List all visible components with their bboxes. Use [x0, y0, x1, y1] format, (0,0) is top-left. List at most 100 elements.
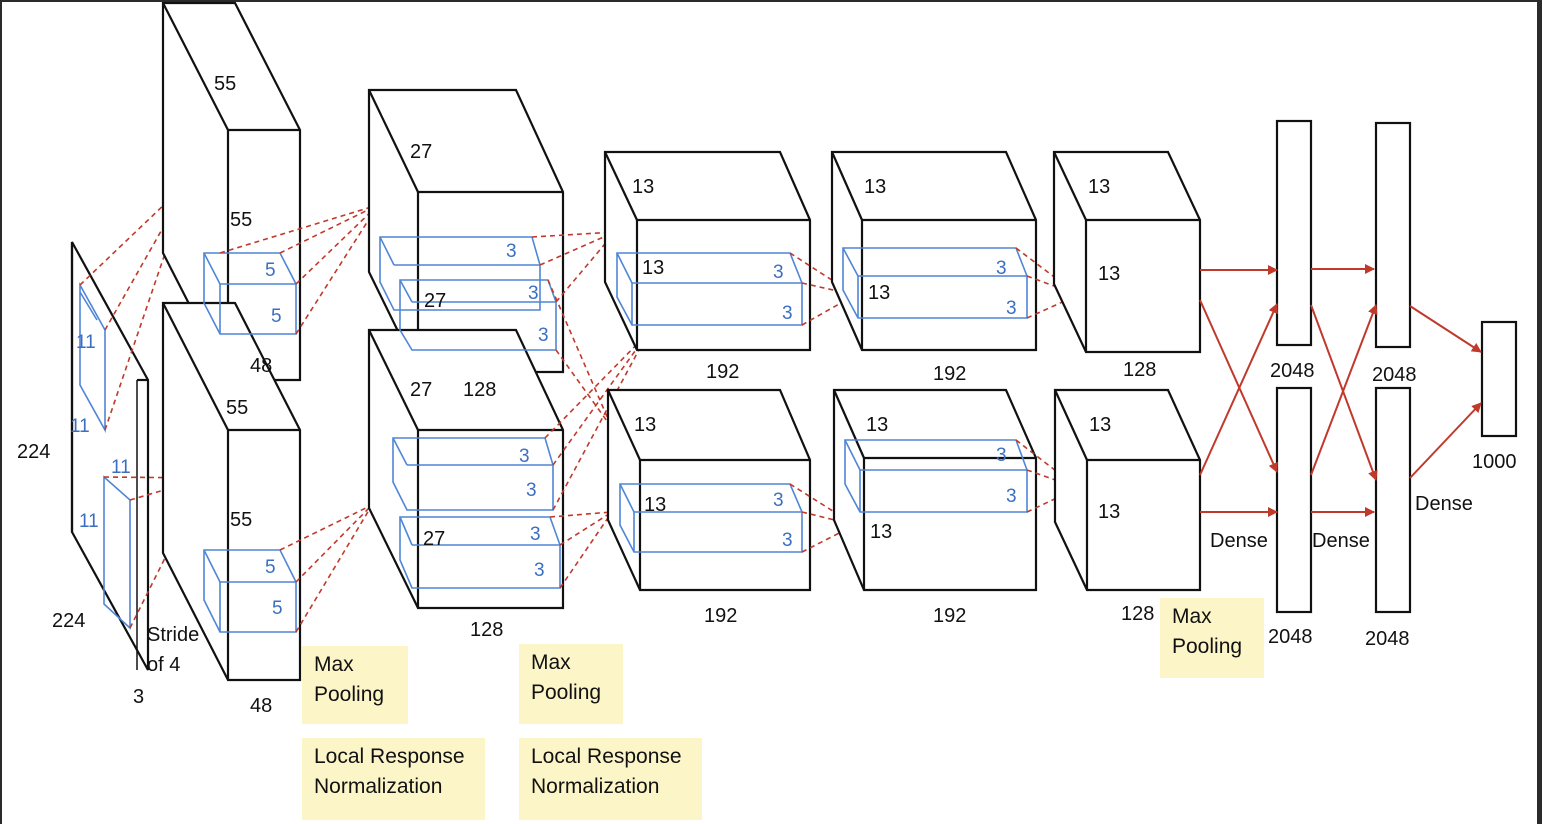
- conv2-top-kernel-a: 3: [506, 241, 517, 262]
- conv5-bottom-box: [1053, 388, 1202, 592]
- maxpool-note-3-line2: Pooling: [1172, 635, 1243, 658]
- conv2-top-kernel-c: 3: [538, 325, 549, 346]
- conv4-top-box: [830, 150, 1038, 352]
- conv5-bottom-height: 13: [1089, 414, 1111, 436]
- conv2-top-width: 27: [410, 379, 432, 401]
- conv5-top-height: 13: [1088, 176, 1110, 198]
- conv5-top-box: [1052, 150, 1202, 354]
- conv1-bottom-depth: 48: [250, 695, 272, 717]
- maxpool-note-1-line1: Max: [314, 653, 354, 676]
- conv2-bottom-kernel-b: 3: [526, 480, 537, 501]
- fc1-bottom-bar: [1275, 386, 1313, 614]
- lrn-note-2-line1: Local Response: [531, 745, 682, 768]
- input-depth-label: 3: [133, 686, 144, 708]
- conv3-top-depth: 192: [706, 361, 739, 383]
- conv2-bottom-kernel-d: 3: [534, 560, 545, 581]
- stride-label-line2: of 4: [147, 654, 180, 676]
- conv4-top-kernel-b: 3: [1006, 298, 1017, 319]
- conv5-top-depth: 128: [1123, 359, 1156, 381]
- maxpool-note-3: Max Pooling: [1160, 598, 1264, 678]
- conv2-top-inner: 27: [424, 290, 446, 312]
- maxpool-note-1-line2: Pooling: [314, 683, 385, 706]
- conv1-bottom-kernel-a: 5: [265, 557, 276, 578]
- dense-label-2: Dense: [1312, 530, 1370, 552]
- conv4-top-depth: 192: [933, 363, 966, 385]
- fc2-top-size: 2048: [1372, 364, 1417, 386]
- conv1-bottom-kernel-b: 5: [272, 598, 283, 619]
- conv3-bottom-box: [606, 388, 812, 592]
- conv2-bottom-depth: 128: [470, 619, 503, 641]
- stride-label-line1: Stride: [147, 624, 199, 646]
- input-width-label: 224: [52, 610, 85, 632]
- conv2-bottom-box: [367, 328, 565, 610]
- input-kernel-top-a: 11: [76, 332, 96, 353]
- conv1-top-width: 55: [230, 209, 252, 231]
- lrn-note-1-line2: Normalization: [314, 775, 443, 798]
- maxpool-note-2-line2: Pooling: [531, 681, 602, 704]
- input-height-label: 224: [17, 441, 50, 463]
- fc1-top-bar: [1275, 119, 1313, 347]
- conv4-bottom-kernel-a: 3: [996, 445, 1007, 466]
- conv2-top-depth: 128: [463, 379, 496, 401]
- conv3-bottom-kernel-a: 3: [773, 490, 784, 511]
- output-bar: [1480, 320, 1518, 438]
- conv1-top-kernel-b: 5: [271, 306, 282, 327]
- conv1-bottom-height: 55: [226, 397, 248, 419]
- conv3-bottom-height: 13: [634, 414, 656, 436]
- conv2-top-height: 27: [410, 141, 432, 163]
- conv3-top-height: 13: [632, 176, 654, 198]
- conv2-bottom-inner: 27: [423, 528, 445, 550]
- conv4-top-inner: 13: [868, 282, 890, 304]
- conv2-bottom-kernel-c: 3: [530, 524, 541, 545]
- conv3-bottom-kernel-b: 3: [782, 530, 793, 551]
- conv3-top-box: [603, 150, 812, 352]
- conv2-bottom-kernel-a: 3: [519, 446, 530, 467]
- conv4-bottom-kernel-b: 3: [1006, 486, 1017, 507]
- fc1-top-size: 2048: [1270, 360, 1315, 382]
- conv1-top-kernel-a: 5: [265, 260, 276, 281]
- lrn-note-1-line1: Local Response: [314, 745, 465, 768]
- conv5-bottom-inner: 13: [1098, 501, 1120, 523]
- conv1-bottom-box: [161, 301, 302, 682]
- dense-label-1: Dense: [1210, 530, 1268, 552]
- conv3-bottom-depth: 192: [704, 605, 737, 627]
- conv2-top-kernel-b: 3: [528, 283, 539, 304]
- conv4-bottom-depth: 192: [933, 605, 966, 627]
- lrn-note-1: Local Response Normalization: [302, 738, 485, 820]
- dense-label-3: Dense: [1415, 493, 1473, 515]
- dense-layers: [1275, 119, 1518, 614]
- conv5-bottom-depth: 128: [1121, 603, 1154, 625]
- conv3-bottom-inner: 13: [644, 494, 666, 516]
- conv1-bottom-width: 55: [230, 509, 252, 531]
- conv3-top-inner: 13: [642, 257, 664, 279]
- input-layer: [70, 241, 150, 671]
- conv1-top-height: 55: [214, 73, 236, 95]
- input-kernel-top-b: 11: [70, 416, 90, 437]
- lrn-note-2: Local Response Normalization: [519, 738, 702, 820]
- maxpool-note-2: Max Pooling: [519, 644, 623, 724]
- input-kernel-bottom-a: 11: [111, 457, 131, 478]
- fc1-bottom-size: 2048: [1268, 626, 1313, 648]
- lrn-note-2-line2: Normalization: [531, 775, 660, 798]
- conv4-bottom-inner: 13: [870, 521, 892, 543]
- conv4-top-kernel-a: 3: [996, 258, 1007, 279]
- maxpool-note-2-line1: Max: [531, 651, 571, 674]
- conv4-top-height: 13: [864, 176, 886, 198]
- input-kernel-bottom-b: 11: [79, 511, 99, 532]
- maxpool-note-3-line1: Max: [1172, 605, 1212, 628]
- fc2-bottom-size: 2048: [1365, 628, 1410, 650]
- dense-arrows: [1199, 264, 1482, 517]
- conv4-bottom-height: 13: [866, 414, 888, 436]
- fc2-top-bar: [1374, 121, 1412, 349]
- conv1-to-conv2-connections: [219, 204, 379, 633]
- conv1-top-box: [161, 1, 302, 382]
- maxpool-note-1: Max Pooling: [302, 646, 408, 724]
- conv3-top-kernel-a: 3: [773, 262, 784, 283]
- conv1-top-depth: 48: [250, 355, 272, 377]
- conv5-top-inner: 13: [1098, 263, 1120, 285]
- output-size: 1000: [1472, 451, 1517, 473]
- conv3-top-kernel-b: 3: [782, 303, 793, 324]
- fc2-bottom-bar: [1374, 386, 1412, 614]
